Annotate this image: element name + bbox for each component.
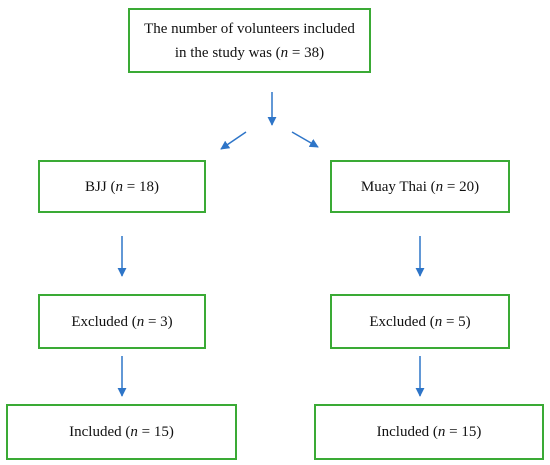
muay-thai-group-label: Muay Thai (n = 20) xyxy=(361,175,479,199)
arrow-to-bjj xyxy=(220,131,247,150)
bjj-included-suffix: = 15) xyxy=(137,424,174,440)
muay-thai-included-prefix: Included ( xyxy=(376,424,438,440)
total-volunteers-box: The number of volunteers included in the… xyxy=(128,8,371,73)
bjj-excluded-label: Excluded (n = 3) xyxy=(71,310,172,334)
muay-thai-included-n-symbol: n xyxy=(437,424,446,440)
bjj-included-prefix: Included ( xyxy=(69,424,131,440)
total-line-2-prefix: in the study was ( xyxy=(174,44,281,61)
muay-thai-excluded-prefix: Excluded ( xyxy=(369,313,435,330)
bjj-included-n-symbol: n xyxy=(130,424,138,440)
bjj-included-box: Included (n = 15) xyxy=(6,404,237,460)
muay-thai-included-suffix: = 15) xyxy=(445,424,482,440)
bjj-excluded-box: Excluded (n = 3) xyxy=(38,294,206,349)
total-n-symbol: n xyxy=(280,44,289,61)
muay-thai-excluded-suffix: = 5) xyxy=(442,313,471,330)
bjj-excluded-suffix: = 3) xyxy=(144,313,173,330)
muay-thai-group-box: Muay Thai (n = 20) xyxy=(330,160,510,213)
muay-thai-group-prefix: Muay Thai ( xyxy=(360,178,436,195)
bjj-included-label: Included (n = 15) xyxy=(69,420,174,444)
bjj-group-prefix: BJJ ( xyxy=(85,178,116,195)
muay-thai-included-label: Included (n = 15) xyxy=(377,420,482,444)
bjj-group-suffix: = 18) xyxy=(122,178,159,195)
bjj-group-n-symbol: n xyxy=(115,178,123,195)
muay-thai-group-n-symbol: n xyxy=(435,178,444,195)
total-line-1: The number of volunteers included xyxy=(144,20,355,37)
muay-thai-excluded-n-symbol: n xyxy=(434,313,443,330)
arrow-to-muay-thai xyxy=(291,131,319,148)
bjj-excluded-n-symbol: n xyxy=(136,313,145,330)
muay-thai-excluded-label: Excluded (n = 5) xyxy=(369,310,470,334)
muay-thai-group-suffix: = 20) xyxy=(443,178,480,195)
muay-thai-included-box: Included (n = 15) xyxy=(314,404,544,460)
total-line-2: in the study was (n = 38) xyxy=(175,41,324,65)
total-line-2-suffix: = 38) xyxy=(288,44,325,61)
bjj-group-box: BJJ (n = 18) xyxy=(38,160,206,213)
bjj-excluded-prefix: Excluded ( xyxy=(71,313,137,330)
bjj-group-label: BJJ (n = 18) xyxy=(85,175,159,199)
muay-thai-excluded-box: Excluded (n = 5) xyxy=(330,294,510,349)
